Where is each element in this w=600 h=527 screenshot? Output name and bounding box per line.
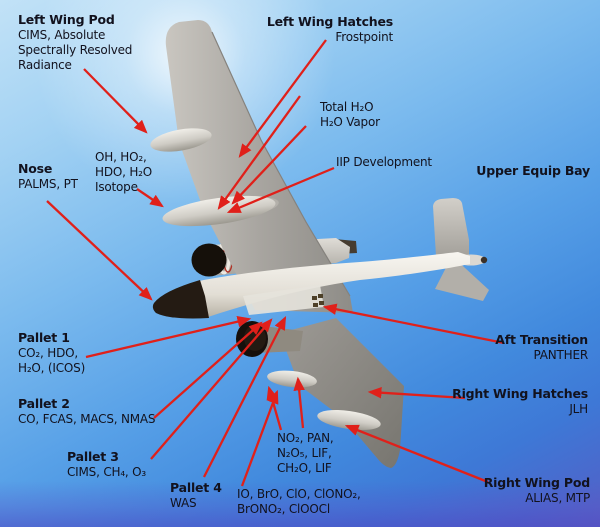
fuselage [199, 252, 470, 317]
label-pallet3: Pallet 3 CIMS, CH₄, O₃ [67, 449, 147, 479]
arrow-aft-transition [322, 303, 505, 345]
left-engine-intake [191, 243, 227, 277]
label-left-wing-hatches-title: Left Wing Hatches [266, 14, 393, 29]
label-nose-title: Nose [18, 161, 53, 176]
arrow-right-wing-hatches [367, 386, 466, 400]
aircraft [150, 20, 489, 468]
label-total-h2o: Total H₂O H₂O Vapor [320, 100, 380, 130]
label-pallet2: Pallet 2 CO, FCAS, MACS, NMAS [18, 396, 156, 426]
arrow-nose [46, 200, 153, 301]
label-right-wing-pod: Right Wing Pod ALIAS, MTP [483, 475, 590, 505]
vertical-fin [433, 198, 469, 257]
belly-pallet-panel [243, 285, 324, 315]
arrow-io-group [240, 389, 279, 487]
label-pallet1-title: Pallet 1 [18, 330, 70, 345]
label-nose: Nose PALMS, PT [18, 161, 78, 191]
label-upper-equip-bay: Upper Equip Bay [476, 163, 590, 179]
label-pallet2-title: Pallet 2 [18, 396, 70, 411]
arrow-no2-group-b [293, 376, 305, 429]
left-wing-pod-outer [150, 128, 212, 152]
arrow-iip-development [226, 166, 335, 214]
nose-cone [152, 280, 209, 319]
label-pallet1: Pallet 1 CO₂, HDO, H₂O, (ICOS) [18, 330, 86, 375]
label-left-wing-pod-title: Left Wing Pod [18, 12, 115, 27]
label-pallet3-title: Pallet 3 [67, 449, 119, 464]
arrow-total-h2o-2 [231, 125, 307, 205]
label-iip-development: IIP Development [336, 155, 432, 169]
arrow-pallet3 [150, 318, 273, 460]
label-aft-transition-title: Aft Transition [495, 332, 588, 347]
left-wing-leading-edge [211, 31, 351, 297]
arrow-pallet2 [153, 321, 263, 419]
label-io-group: IO, BrO, ClO, ClONO₂, BrONO₂, ClOOCl [237, 487, 361, 517]
tail-bullet-tip [480, 256, 488, 264]
arrow-pallet1 [85, 316, 252, 359]
label-oh-isotope: OH, HO₂, HDO, H₂O Isotope [95, 150, 153, 195]
label-aft-transition: Aft Transition PANTHER [495, 332, 588, 362]
label-right-wing-hatches-title: Right Wing Hatches [452, 386, 588, 401]
label-upper-equip-bay-title: Upper Equip Bay [476, 163, 590, 178]
label-left-wing-hatches: Left Wing Hatches Frostpoint [266, 14, 393, 44]
label-pallet4: Pallet 4 WAS [170, 480, 222, 510]
arrow-total-h2o-1 [217, 95, 301, 210]
label-no2-group: NO₂, PAN, N₂O₅, LIF, CH₂O, LIF [277, 431, 334, 476]
arrow-pallet4 [202, 315, 287, 478]
label-pallet4-title: Pallet 4 [170, 480, 222, 495]
callout-arrows [46, 39, 505, 487]
right-wing [282, 318, 404, 468]
arrow-right-wing-pod [344, 424, 489, 484]
arrow-oh-isotope [136, 188, 164, 208]
label-left-wing-pod: Left Wing Pod CIMS, Absolute Spectrally … [18, 12, 133, 72]
right-wing-pod-outer [317, 410, 381, 430]
label-right-wing-pod-title: Right Wing Pod [483, 475, 590, 490]
aft-transition-sensors [312, 294, 324, 307]
arrow-left-wing-pod [83, 68, 148, 134]
left-wing [165, 20, 353, 313]
label-right-wing-hatches: Right Wing Hatches JLH [452, 386, 588, 416]
arrow-left-wing-hatches [238, 39, 327, 158]
